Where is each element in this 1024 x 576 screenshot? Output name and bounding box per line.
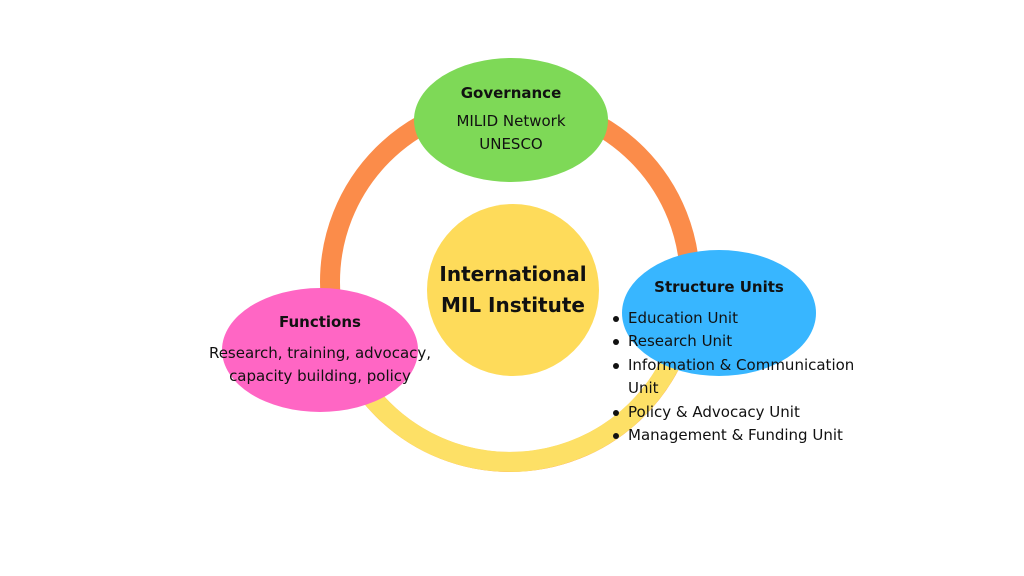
structure-units-list: Education Unit Research Unit Information… — [610, 307, 888, 447]
governance-item: UNESCO — [479, 135, 543, 153]
center-title-line-2: MIL Institute — [441, 293, 585, 317]
governance-title: Governance — [460, 84, 562, 102]
functions-description: Research, training, advocacy, capacity b… — [195, 342, 445, 388]
functions-node — [222, 288, 418, 412]
structure-unit-item: Education Unit — [610, 307, 888, 330]
structure-units-title: Structure Units — [654, 278, 784, 296]
functions-description-line-2: capacity building, policy — [229, 367, 411, 385]
structure-unit-item: Management & Funding Unit — [610, 424, 888, 447]
center-circle: International MIL Institute — [427, 204, 599, 376]
ring-yellow-arc — [352, 327, 692, 472]
functions-title: Functions — [279, 313, 361, 331]
structure-unit-item: Information & Communication Unit — [610, 354, 888, 401]
governance-node: Governance MILID Network UNESCO — [414, 58, 608, 182]
structure-units-node — [622, 250, 816, 376]
structure-unit-item: Policy & Advocacy Unit — [610, 401, 888, 424]
center-title-line-1: International — [439, 262, 587, 286]
governance-item: MILID Network — [456, 112, 566, 130]
functions-description-line-1: Research, training, advocacy, — [208, 344, 432, 362]
structure-unit-item: Research Unit — [610, 330, 888, 353]
center-title: International MIL Institute — [428, 259, 598, 321]
